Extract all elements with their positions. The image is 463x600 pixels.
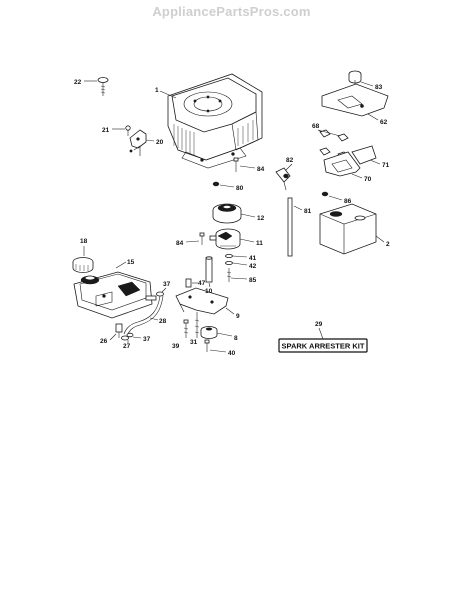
label-41: 41 — [249, 255, 257, 262]
watermark: AppliancePartsPros.com — [152, 4, 311, 19]
washer-part-42[interactable] — [225, 260, 233, 265]
idler-pulley-part-8[interactable] — [200, 326, 218, 339]
label-15: 15 — [127, 259, 135, 266]
label-10: 10 — [205, 288, 213, 295]
heat-shield-part-62[interactable] — [321, 83, 389, 117]
spark-arrester-kit-box[interactable]: SPARK ARRESTER KIT — [278, 338, 368, 353]
spark-plug-part-82[interactable] — [275, 167, 291, 191]
fitting-part-26[interactable] — [115, 323, 123, 338]
bolt-part-84-upper[interactable] — [233, 157, 239, 172]
label-80: 80 — [236, 185, 244, 192]
pulley-part-12[interactable] — [212, 203, 242, 224]
label-27: 27 — [123, 343, 131, 350]
label-82: 82 — [286, 157, 294, 164]
label-9: 9 — [236, 313, 240, 320]
label-62: 62 — [380, 119, 388, 126]
label-1: 1 — [155, 87, 159, 94]
label-37-upper: 37 — [163, 281, 171, 288]
bolt-part-84-lower[interactable] — [199, 232, 205, 245]
label-26: 26 — [100, 338, 108, 345]
label-47: 47 — [198, 280, 206, 287]
bracket-plate-part-9[interactable] — [175, 287, 229, 315]
nut-part-80[interactable] — [212, 181, 220, 187]
screw-part-21[interactable] — [125, 125, 131, 136]
label-31: 31 — [190, 339, 198, 346]
cap-part-83[interactable] — [348, 70, 362, 88]
label-84-upper: 84 — [257, 166, 265, 173]
label-12: 12 — [257, 215, 265, 222]
spacer-part-47[interactable] — [185, 278, 192, 288]
clamp-part-37-upper[interactable] — [156, 291, 164, 297]
fuel-cap-part-18[interactable] — [72, 257, 94, 273]
label-84-lower: 84 — [176, 240, 184, 247]
fuel-line-part-28[interactable] — [123, 295, 164, 337]
label-29: 29 — [315, 321, 323, 328]
label-37-lower: 37 — [143, 336, 151, 343]
rod-part-81[interactable] — [287, 197, 293, 257]
label-42: 42 — [249, 263, 257, 270]
clutch-part-11[interactable] — [209, 228, 241, 250]
bolt-part-31[interactable] — [194, 312, 200, 338]
washer-part-41[interactable] — [225, 253, 233, 258]
nut-part-86[interactable] — [321, 191, 329, 197]
bolt-part-85[interactable] — [226, 268, 232, 282]
label-70: 70 — [364, 176, 372, 183]
bolt-part-39[interactable] — [183, 319, 189, 338]
label-40: 40 — [228, 350, 236, 357]
label-22: 22 — [74, 79, 82, 86]
label-21: 21 — [102, 127, 110, 134]
label-68: 68 — [312, 123, 320, 130]
label-2: 2 — [386, 241, 390, 248]
label-20: 20 — [156, 139, 164, 146]
muffler-part-2[interactable] — [319, 203, 377, 255]
bracket-part-20[interactable] — [129, 129, 147, 156]
kit-label: SPARK ARRESTER KIT — [282, 342, 365, 351]
bolt-part-22[interactable] — [97, 77, 109, 97]
clamp-part-37-lower[interactable] — [126, 332, 134, 338]
label-28: 28 — [159, 318, 167, 325]
label-39: 39 — [172, 343, 180, 350]
part-number-labels: 1 22 21 20 84 80 12 11 84 41 42 85 10 47… — [74, 79, 390, 357]
label-83: 83 — [375, 84, 383, 91]
label-71: 71 — [382, 162, 390, 169]
label-85: 85 — [249, 277, 257, 284]
label-11: 11 — [256, 240, 263, 247]
label-18: 18 — [80, 238, 88, 245]
label-8: 8 — [234, 335, 238, 342]
label-81: 81 — [304, 208, 312, 215]
shaft-part-10[interactable] — [205, 256, 213, 283]
bolt-part-40[interactable] — [204, 339, 210, 352]
gasket-part-71[interactable] — [351, 145, 377, 165]
engine-part-1[interactable] — [167, 73, 263, 169]
manifold-part-70[interactable] — [323, 151, 361, 177]
fuel-tank-part-15[interactable] — [73, 271, 157, 319]
clamp-part-27[interactable] — [121, 335, 129, 341]
label-86: 86 — [344, 198, 352, 205]
